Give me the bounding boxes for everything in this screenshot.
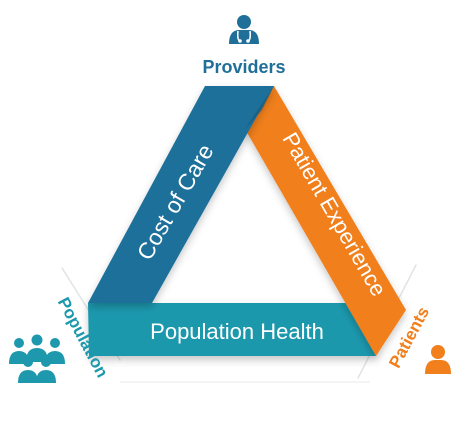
vertex-providers: Providers [202, 15, 286, 77]
person-icon [425, 345, 451, 374]
fold-shade-top [245, 86, 274, 129]
side-left-cost-of-care [88, 86, 274, 303]
bottom-band-shape [88, 303, 376, 356]
right-band-shape [245, 86, 406, 356]
doctor-stethoscope-icon [229, 15, 259, 44]
side-right-patient-experience [245, 86, 406, 356]
side-label-population-health: Population Health [150, 319, 324, 344]
vertex-label-providers: Providers [202, 57, 285, 77]
left-band-shape [88, 86, 274, 303]
side-bottom-population-health [88, 303, 376, 356]
group-of-people-icon [9, 334, 65, 383]
